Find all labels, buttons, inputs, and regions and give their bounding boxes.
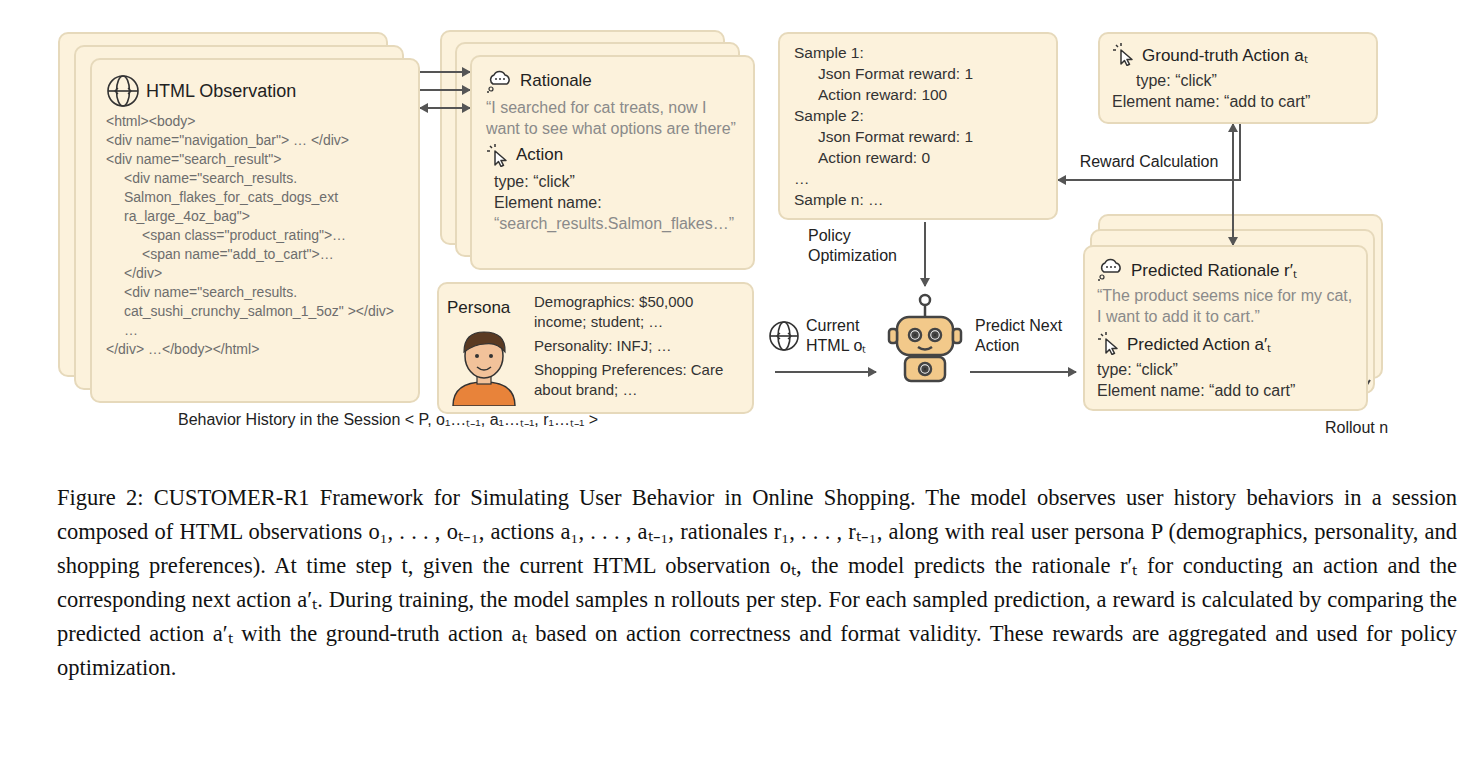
box-heading: Ground-truth Action aₜ — [1142, 43, 1308, 66]
annotation-label: Behavior History in the Session < P, o₁…… — [178, 410, 738, 430]
box-text: Action reward: 100 — [818, 84, 1042, 105]
globe-icon — [770, 322, 798, 350]
box-text: Shopping Preferences: Care about brand; … — [534, 360, 742, 400]
box-text: </div> — [124, 264, 404, 283]
heading-row: Ground-truth Action aₜ — [1112, 42, 1364, 66]
cursor-icon — [486, 143, 510, 167]
connector-arrow — [420, 107, 470, 109]
thought-icon — [1097, 257, 1125, 281]
box-text: <div name="search_results. Salmon_flakes… — [124, 169, 404, 226]
box-text: <html><body> — [106, 112, 404, 131]
box-heading: Action — [516, 145, 563, 165]
box-text: Element name: “add to cart” — [1097, 380, 1354, 401]
box-text: Sample 2: — [794, 105, 1042, 126]
content-box: Predicted Rationale r′ₜ “The product seem… — [1083, 245, 1368, 411]
content-box: Ground-truth Action aₜ type: “click”Eleme… — [1098, 32, 1378, 124]
box-text: Demographics: $50,000 income; student; … — [534, 292, 742, 332]
box-text: “search_results.Salmon_flakes…” — [494, 213, 739, 234]
box-text: Element name: — [494, 192, 739, 213]
arrow — [775, 371, 876, 373]
box-text: Sample n: … — [794, 189, 1042, 210]
box-text: <div name="search_results. cat_sushi_cru… — [124, 283, 404, 340]
box-heading: HTML Observation — [146, 81, 296, 102]
box-text: Action reward: 0 — [818, 147, 1042, 168]
box-text: “I searched for cat treats, now I want t… — [486, 97, 739, 139]
arrow — [970, 371, 1076, 373]
box-heading: Predicted Rationale r′ₜ — [1131, 258, 1297, 281]
box-text: <span name="add_to_cart">… — [142, 245, 404, 264]
figure-caption: Figure 2: CUSTOMER-R1 Framework for Simu… — [57, 481, 1457, 685]
arrow — [924, 222, 926, 286]
cursor-icon — [1112, 42, 1136, 66]
box-text: Json Format reward: 1 — [818, 126, 1042, 147]
box-text: Personality: INFJ; … — [534, 336, 742, 356]
connector-arrow — [1232, 124, 1234, 245]
connector-arrow — [420, 89, 470, 91]
box-heading: Persona — [447, 298, 510, 318]
box-text: type: “click” — [1136, 70, 1364, 91]
edge-label: Reward Calculation — [1077, 152, 1222, 172]
heading-row: Predicted Action a′ₜ — [1097, 331, 1354, 355]
box-text: <div name="search_result"> — [106, 150, 404, 169]
content-box: Rationale “I searched for cat treats, now… — [470, 55, 755, 270]
cursor-icon — [1097, 331, 1121, 355]
content-box: Sample 1:Json Format reward: 1Action rew… — [778, 32, 1058, 220]
connector-arrow — [420, 71, 470, 73]
box-heading: Predicted Action a′ₜ — [1127, 332, 1271, 355]
heading-row: Predicted Rationale r′ₜ — [1097, 257, 1354, 281]
heading-row: Rationale — [486, 69, 739, 93]
thought-icon — [486, 69, 514, 93]
box-text: Sample 1: — [794, 42, 1042, 63]
box-text: type: “click” — [1097, 359, 1354, 380]
box-text: </div> …</body></html> — [106, 340, 404, 359]
globe-icon — [106, 74, 140, 108]
avatar-icon — [449, 326, 519, 406]
content-box: HTML Observation <html><body><div name="n… — [90, 58, 420, 403]
content-box: Persona Demographics: $50,000 income; stu… — [437, 282, 754, 414]
box-heading: Rationale — [520, 71, 592, 91]
box-text: Element name: “add to cart” — [1112, 91, 1364, 112]
robot-icon — [889, 295, 961, 381]
box-text: type: “click” — [494, 171, 739, 192]
box-text: … — [794, 168, 1042, 189]
connector-arrow — [1058, 124, 1240, 180]
box-text: Json Format reward: 1 — [818, 63, 1042, 84]
annotation-label: Rollout n — [1325, 418, 1415, 438]
annotation-label: Predict Next Action — [975, 316, 1085, 356]
heading-row: HTML Observation — [106, 74, 404, 108]
annotation-label: Policy Optimization — [808, 226, 920, 266]
box-text: “The product seems nice for my cat, I wa… — [1097, 285, 1354, 327]
box-text: <div name="navigation_bar"> … </div> — [106, 131, 404, 150]
annotation-label: Current HTML oₜ — [806, 316, 884, 356]
heading-row: Action — [486, 143, 739, 167]
box-text: <span class="product_rating">… — [142, 226, 404, 245]
